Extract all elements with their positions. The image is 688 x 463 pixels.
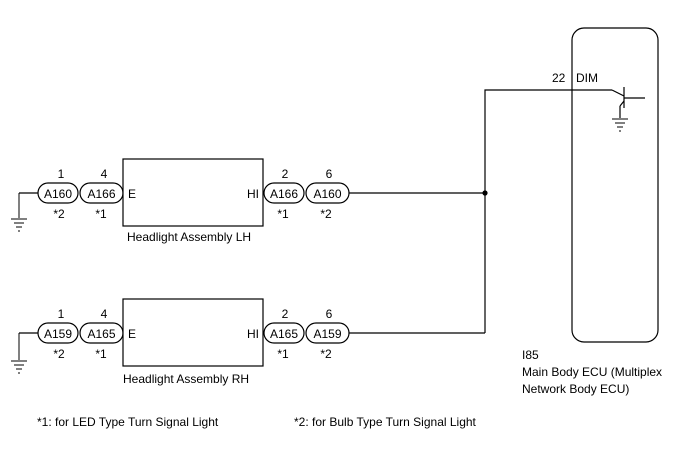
headlight-rh-box (122, 298, 264, 367)
connector-pin: 6 (326, 307, 333, 321)
headlight-rh-label: Headlight Assembly RH (123, 372, 249, 386)
terminal-e-rh: E (128, 327, 136, 341)
ecu-pin-name: DIM (576, 71, 598, 85)
connector-note: *1 (95, 207, 107, 221)
connector-code: A159 (313, 327, 341, 341)
connector-note: *1 (277, 207, 289, 221)
connector-rh-right-1 (263, 322, 305, 344)
connector-pin: 4 (101, 307, 108, 321)
terminal-hi-lh: HI (247, 187, 259, 201)
connector-lh-left-1 (37, 182, 79, 204)
ground-lh-icon (11, 193, 27, 232)
footnote-1: *1: for LED Type Turn Signal Light (37, 415, 219, 429)
ecu-name-line2: Network Body ECU) (522, 382, 629, 396)
wire-ecu-dim (484, 89, 572, 333)
ecu-pin-number: 22 (552, 71, 566, 85)
terminal-hi-rh: HI (247, 327, 259, 341)
connector-pin: 6 (326, 167, 333, 181)
connector-pin: 1 (58, 167, 65, 181)
connector-pin: 1 (58, 307, 65, 321)
ecu-code: I85 (522, 348, 539, 362)
connector-rh-left-1 (37, 322, 79, 344)
connector-code: A166 (270, 187, 298, 201)
connector-pin: 2 (282, 307, 289, 321)
connector-code: A166 (87, 187, 115, 201)
connector-note: *2 (320, 207, 332, 221)
connector-code: A159 (44, 327, 72, 341)
ecu-ground-icon (612, 118, 628, 132)
wire-junction (482, 190, 488, 196)
terminal-e-lh: E (128, 187, 136, 201)
connector-rh-right-2 (305, 322, 350, 344)
connector-code: A165 (270, 327, 298, 341)
ecu-name-line1: Main Body ECU (Multiplex (522, 365, 662, 379)
connector-lh-right-1 (263, 182, 305, 204)
headlight-lh-box (122, 158, 264, 227)
ecu-box (571, 27, 659, 343)
connector-note: *1 (277, 347, 289, 361)
connector-lh-right-2 (305, 182, 350, 204)
transistor-symbol (572, 87, 645, 118)
headlight-lh-label: Headlight Assembly LH (127, 230, 251, 244)
connector-note: *1 (95, 347, 107, 361)
connector-note: *2 (53, 347, 65, 361)
connector-code: A160 (44, 187, 72, 201)
ground-rh-icon (11, 333, 27, 374)
connector-code: A160 (313, 187, 341, 201)
connector-note: *2 (320, 347, 332, 361)
connector-pin: 2 (282, 167, 289, 181)
connector-pin: 4 (101, 167, 108, 181)
connector-note: *2 (53, 207, 65, 221)
footnote-2: *2: for Bulb Type Turn Signal Light (294, 415, 477, 429)
connector-code: A165 (87, 327, 115, 341)
